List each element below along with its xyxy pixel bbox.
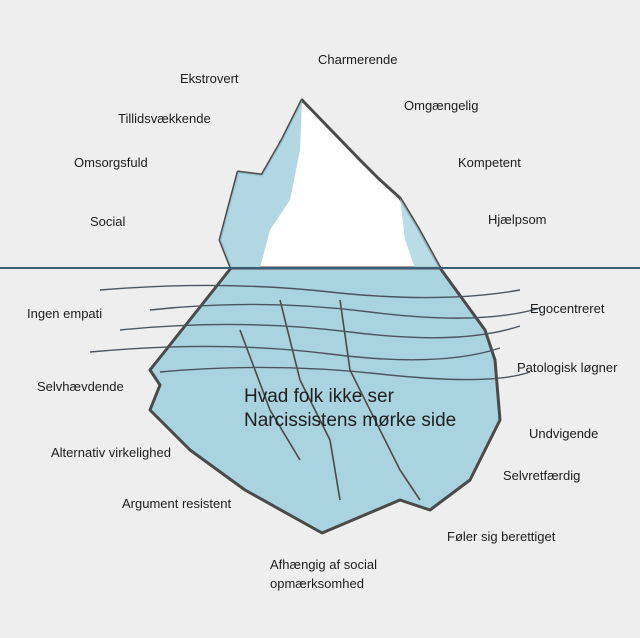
label-omgaengelig: Omgængelig — [404, 98, 479, 113]
water-ripples — [89, 284, 541, 381]
label-afhaengig-af-social: Afhængig af social opmærksomhed — [270, 557, 377, 591]
label-tillidsvaekkende: Tillidsvækkende — [118, 111, 211, 126]
center-line-2: Narcissistens mørke side — [244, 410, 457, 431]
label-argument-resistent: Argument resistent — [122, 496, 232, 511]
label-ingen-empati: Ingen empati — [27, 306, 103, 321]
label-egocentreret: Egocentreret — [530, 301, 605, 316]
label-hjaelpsom: Hjælpsom — [488, 212, 547, 227]
tip-shadow-right — [400, 198, 440, 268]
label-alternativ-virkelighed: Alternativ virkelighed — [51, 445, 171, 460]
iceberg-underwater — [148, 266, 502, 535]
label-kompetent: Kompetent — [458, 155, 521, 170]
label-selvretfaerdig: Selvretfærdig — [503, 468, 581, 483]
label-social: Social — [90, 214, 126, 229]
center-title: Hvad folk ikke ser Narcissistens mørke s… — [244, 385, 456, 433]
tip-shadow — [220, 100, 302, 268]
label-charmerende: Charmerende — [318, 52, 398, 67]
label-selvhaevdende: Selvhævdende — [37, 379, 124, 394]
label-omsorgsfuld: Omsorgsfuld — [74, 155, 148, 170]
ice-cracks — [239, 299, 421, 501]
label-undvigende: Undvigende — [529, 426, 599, 441]
center-line-1: Hvad folk ikke ser — [244, 386, 394, 407]
label-patologisk-logner: Patologisk løgner — [517, 360, 618, 375]
label-foler-sig-berettiget: Føler sig berettiget — [447, 529, 556, 544]
label-ekstrovert: Ekstrovert — [180, 71, 239, 86]
